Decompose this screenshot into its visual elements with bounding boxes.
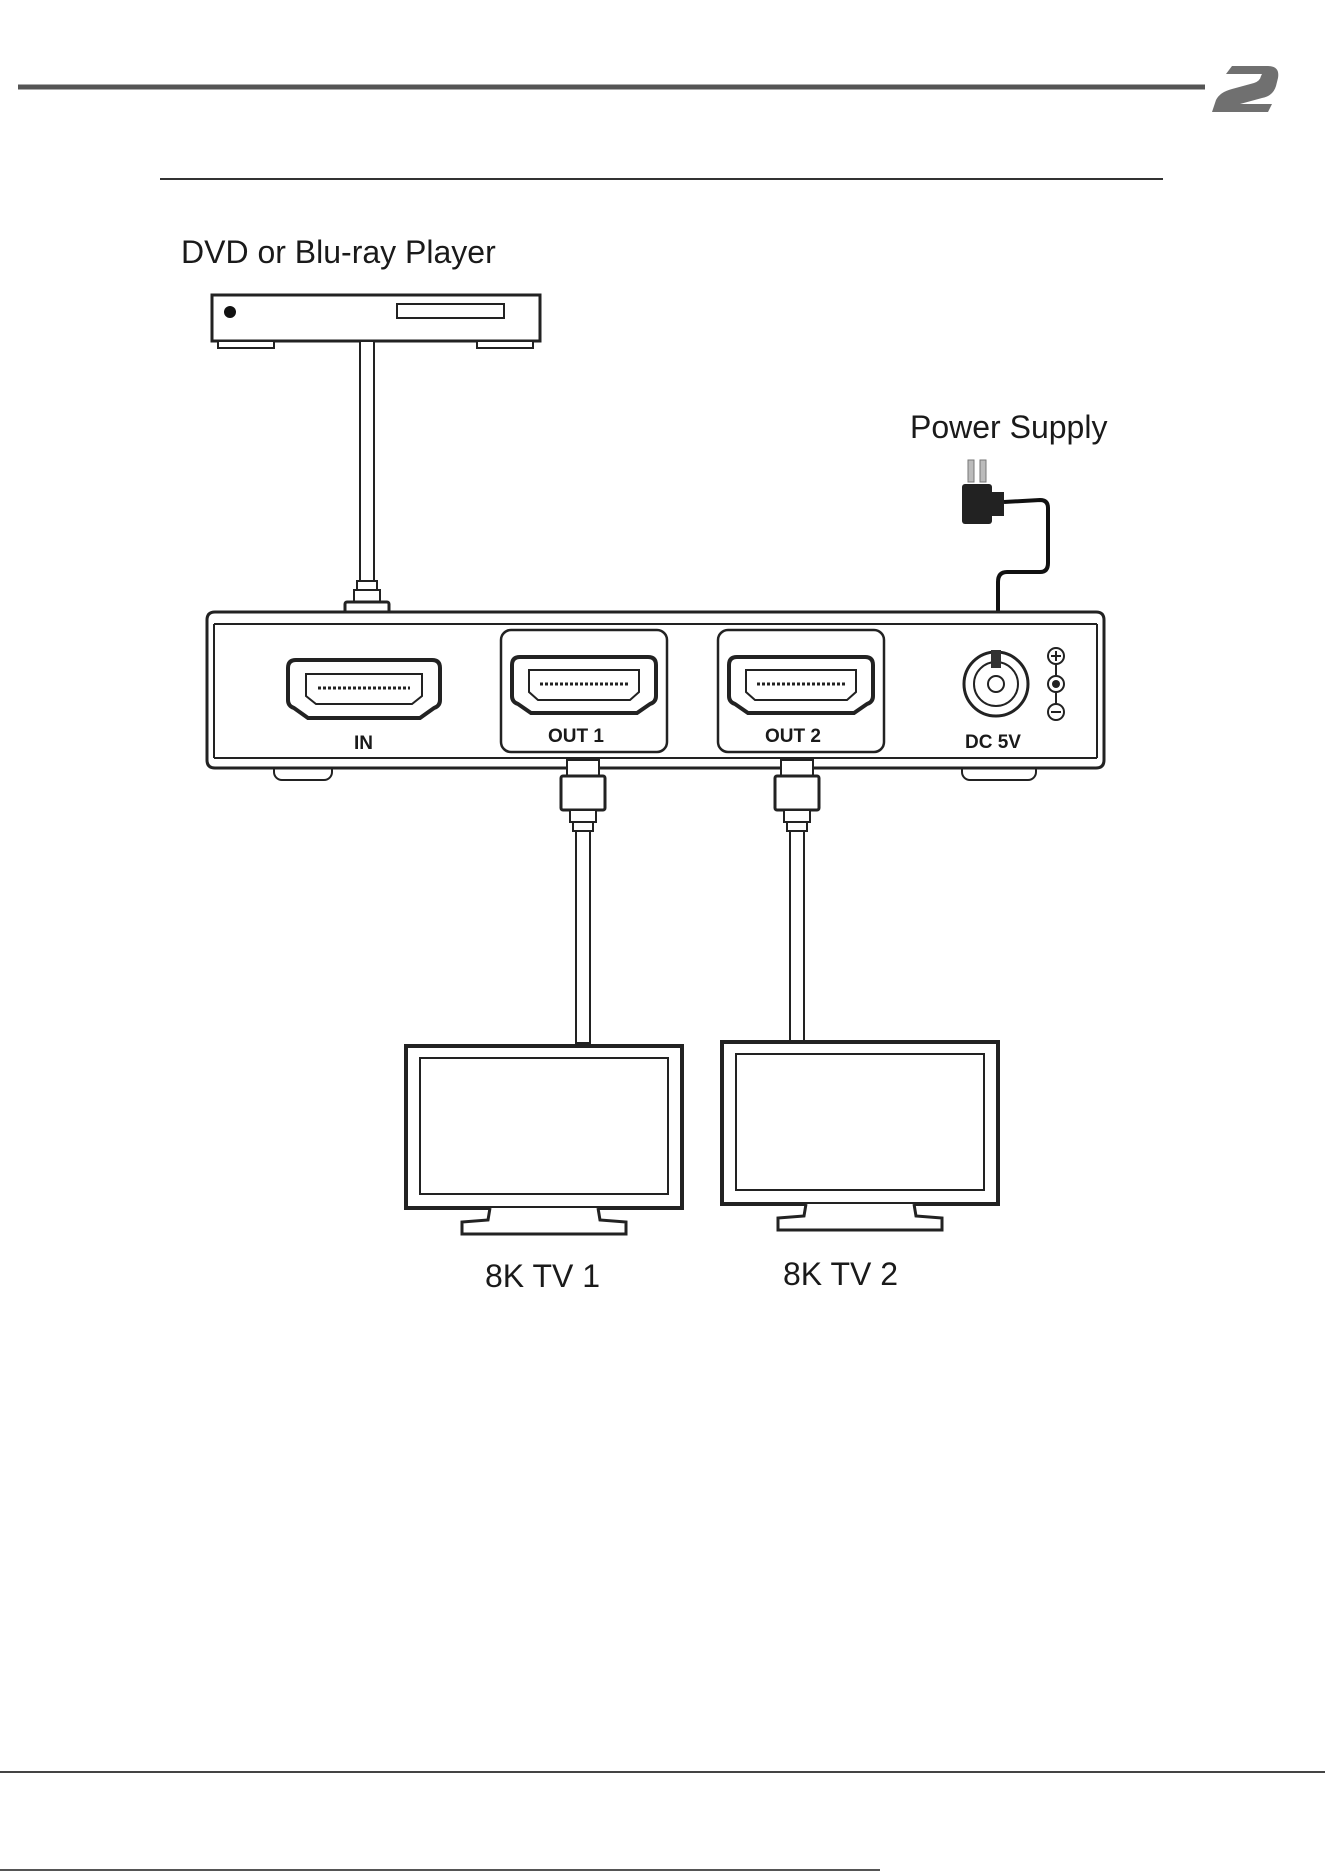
port-label-out1: OUT 1 (548, 726, 604, 747)
hdmi-cable-in (345, 341, 389, 652)
tv-icon (722, 1042, 998, 1230)
source-label: DVD or Blu-ray Player (181, 234, 496, 270)
hdmi-cable-out2 (775, 760, 819, 1041)
tv-icon (406, 1046, 682, 1234)
dc-jack-icon (964, 650, 1028, 716)
port-label-out2: OUT 2 (765, 726, 821, 747)
port-label-dc: DC 5V (965, 732, 1021, 753)
power-supply-label: Power Supply (910, 409, 1107, 445)
port-label-in: IN (354, 733, 373, 754)
bzb-logo-icon (1212, 66, 1278, 112)
hdmi-port-in (288, 660, 440, 718)
hdmi-cable-out1 (561, 760, 605, 1043)
dvd-player-icon (212, 295, 540, 348)
tv1-label: 8K TV 1 (485, 1258, 600, 1294)
polarity-icon (1048, 648, 1064, 720)
tv2-label: 8K TV 2 (783, 1256, 898, 1292)
